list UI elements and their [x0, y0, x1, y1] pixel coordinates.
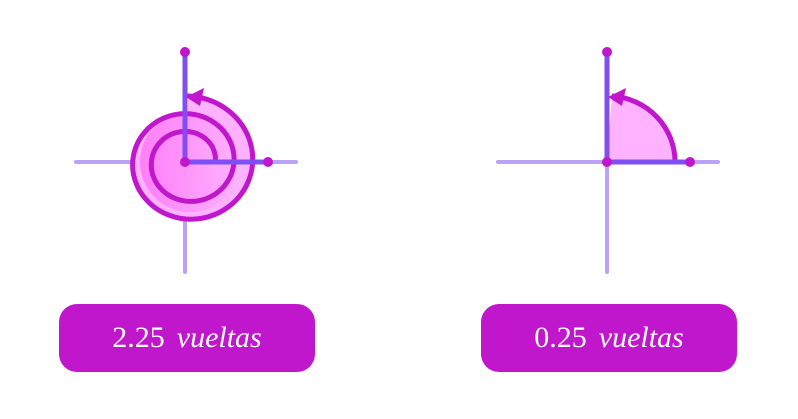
- vertex-point: [180, 157, 190, 167]
- angle-arc: [611, 93, 678, 163]
- quarter-angle-figure: [496, 47, 720, 274]
- point: [180, 47, 190, 57]
- spiral-angle-figure: [74, 47, 298, 274]
- arrowhead-icon: [186, 88, 204, 106]
- turns-number: 0.25: [534, 321, 587, 354]
- turns-label-right: 0.25 vueltas: [481, 304, 737, 372]
- angle-sector: [607, 96, 676, 162]
- turns-number: 2.25: [112, 321, 165, 354]
- spiral-arc: [130, 93, 256, 222]
- turns-unit: vueltas: [176, 321, 262, 354]
- point: [685, 157, 695, 167]
- point: [263, 157, 273, 167]
- arrowhead-icon: [608, 88, 626, 106]
- turns-label-left: 2.25 vueltas: [59, 304, 315, 372]
- turns-unit: vueltas: [598, 321, 684, 354]
- vertex-point: [602, 157, 612, 167]
- point: [602, 47, 612, 57]
